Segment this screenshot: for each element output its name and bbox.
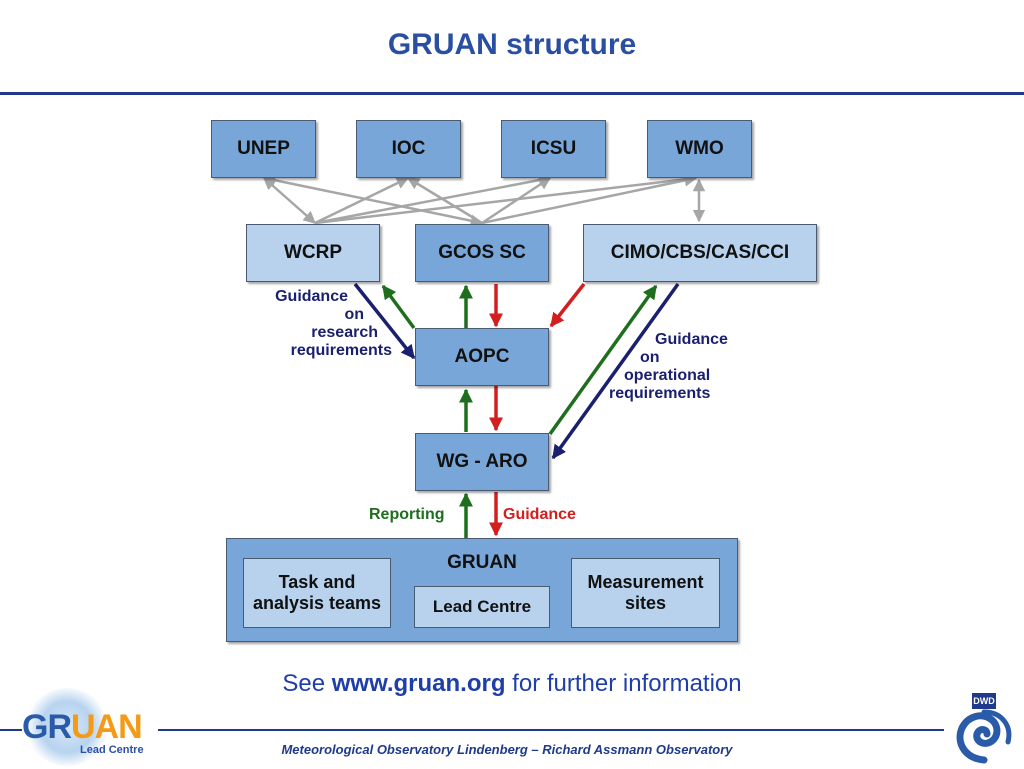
- org-box-wmo: WMO: [647, 120, 752, 178]
- box-wg-aro: WG - ARO: [415, 433, 549, 491]
- arrow-cimo-to-wgaro: [551, 282, 680, 460]
- gruan-lead-centre-logo: GRUAN Lead Centre: [8, 688, 158, 766]
- grey-link-arrows: [262, 173, 706, 227]
- measurement-sites-line-2: sites: [624, 593, 667, 613]
- footer-divider: [158, 729, 944, 731]
- dwd-logo: DWD: [950, 690, 1020, 764]
- gruan-title: GRUAN: [447, 552, 517, 573]
- title-divider: [0, 92, 1024, 95]
- box-wcrp: WCRP: [246, 224, 380, 282]
- task-teams-line-1: Task and: [278, 572, 356, 593]
- arrow-wcrp-to-aopc: [353, 282, 416, 360]
- footer-divider-left: [0, 729, 22, 731]
- box-measurement-sites: Measurement sites: [571, 558, 720, 628]
- label-guidance-operational-3: operational: [624, 367, 711, 384]
- gruan-website-link[interactable]: www.gruan.org: [331, 670, 506, 697]
- box-lead-centre: Lead Centre: [414, 586, 550, 628]
- org-box-icsu: ICSU: [501, 120, 606, 178]
- label-guidance-research-1: Guidance: [275, 288, 348, 305]
- box-cimo-cbs-cas-cci: CIMO/CBS/CAS/CCI: [583, 224, 817, 282]
- box-gcos-sc: GCOS SC: [415, 224, 549, 282]
- label-guidance-operational-4: requirements: [609, 385, 711, 402]
- info-prefix: See: [282, 670, 332, 697]
- page-title: GRUAN structure: [387, 28, 637, 61]
- label-guidance-research-2: on: [344, 306, 364, 323]
- org-box-unep: UNEP: [211, 120, 316, 178]
- info-suffix: for further information: [505, 670, 742, 697]
- label-guidance-research-4: requirements: [290, 342, 392, 359]
- label-reporting: Reporting: [369, 506, 445, 523]
- org-box-ioc: IOC: [356, 120, 461, 178]
- box-aopc: AOPC: [415, 328, 549, 386]
- label-guidance-operational-1: Guidance: [655, 331, 728, 348]
- label-guidance: Guidance: [503, 506, 576, 523]
- arrow-aopc-to-wcrp: [381, 284, 416, 330]
- measurement-sites-line-1: Measurement: [587, 572, 704, 593]
- label-guidance-research-3: research: [311, 324, 378, 341]
- dwd-spiral-icon: [956, 709, 1012, 764]
- task-teams-line-2: analysis teams: [252, 593, 382, 613]
- logo-subtitle: Lead Centre: [80, 744, 144, 756]
- dwd-badge: DWD: [972, 693, 996, 709]
- logo-wordmark: GRUAN: [22, 708, 143, 746]
- logo-glow: [26, 688, 108, 766]
- arrow-cimo-to-aopc: [549, 282, 586, 328]
- box-task-analysis-teams: Task and analysis teams: [243, 558, 391, 628]
- label-guidance-operational-2: on: [640, 349, 660, 366]
- arrow-wgaro-to-cimo: [548, 284, 658, 436]
- footer-text: Meteorological Observatory Lindenberg – …: [281, 742, 733, 757]
- info-line: See www.gruan.org for further informatio…: [0, 670, 1024, 698]
